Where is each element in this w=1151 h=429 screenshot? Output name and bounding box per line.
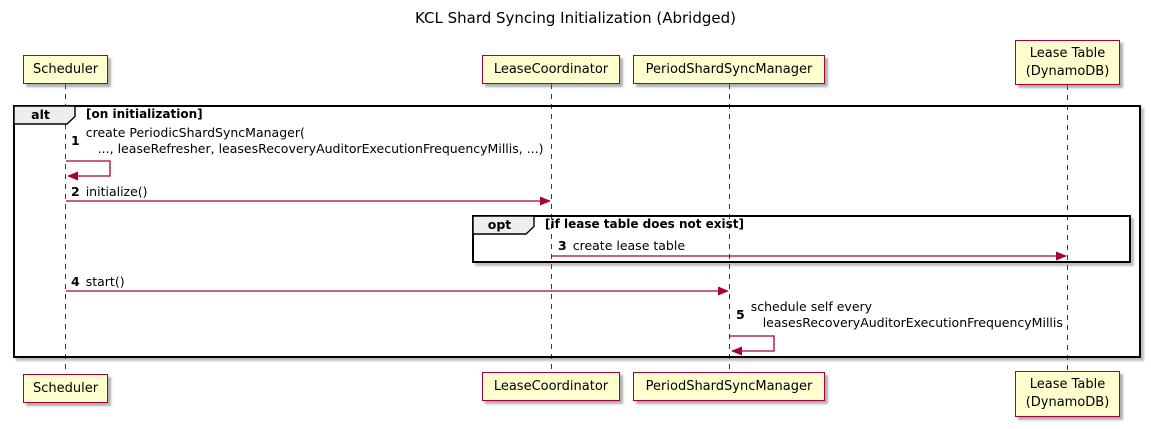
message-1-number: 1: [71, 133, 80, 149]
message-3-number: 3: [558, 238, 567, 253]
participant-bottom-scheduler: Scheduler: [23, 374, 108, 403]
message-3-text: create lease table: [572, 238, 686, 253]
alt-operator-label: alt: [31, 107, 50, 122]
message-3-label: 3 create lease table: [558, 238, 685, 254]
message-1-line-2: ..., leaseRefresher, leasesRecoveryAudit…: [97, 141, 544, 157]
participant-top-periodshardsyncmanager: PeriodShardSyncManager: [633, 55, 825, 84]
message-2-label: 2 initialize(): [71, 184, 148, 200]
message-1-line-1: create PeriodicShardSyncManager(: [85, 125, 305, 140]
message-5-number: 5: [736, 307, 745, 323]
diagram-title: KCL Shard Syncing Initialization (Abridg…: [415, 9, 736, 27]
message-4-number: 4: [71, 274, 80, 289]
alt-frame: [13, 105, 1141, 358]
opt-operator-label: opt: [487, 217, 512, 232]
opt-guard-label: [if lease table does not exist]: [545, 217, 745, 231]
message-5-label: 5 schedule self every leasesRecoveryAudi…: [736, 299, 1063, 332]
message-4-text: start(): [85, 274, 125, 289]
participant-bottom-leasetable: Lease Table (DynamoDB): [1015, 371, 1120, 417]
participant-top-scheduler: Scheduler: [23, 55, 108, 84]
message-1-label: 1 create PeriodicShardSyncManager( ..., …: [71, 125, 544, 158]
alt-guard-label: [on initialization]: [86, 107, 203, 121]
participant-bottom-leasecoordinator: LeaseCoordinator: [482, 372, 620, 401]
message-4-label: 4 start(): [71, 274, 125, 290]
message-5-line-2: leasesRecoveryAuditorExecutionFrequencyM…: [762, 315, 1063, 331]
participant-top-leasecoordinator: LeaseCoordinator: [482, 55, 620, 84]
participant-bottom-periodshardsyncmanager: PeriodShardSyncManager: [633, 372, 825, 401]
message-5-line-1: schedule self every: [750, 299, 873, 314]
opt-frame: [472, 215, 1131, 263]
message-2-number: 2: [71, 184, 80, 199]
message-2-text: initialize(): [85, 184, 148, 199]
participant-top-leasetable: Lease Table (DynamoDB): [1015, 40, 1120, 85]
